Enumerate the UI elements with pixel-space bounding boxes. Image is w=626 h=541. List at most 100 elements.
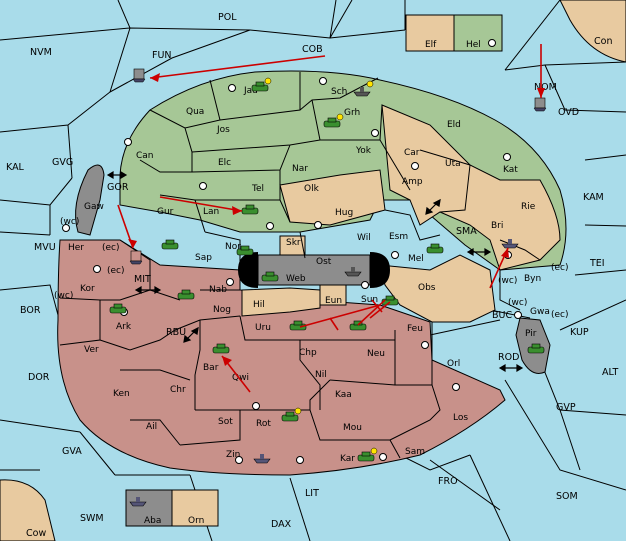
land-label-kor: Kor [80, 284, 95, 294]
coast-tag-wc-gaw: (wc) [60, 217, 79, 227]
order-arrow [329, 317, 339, 331]
order-arrow [299, 304, 381, 328]
sea-label-gor: GOR [107, 182, 129, 193]
land-label-aba: Aba [144, 516, 161, 526]
land-label-web: Web [286, 274, 306, 284]
army-icon [426, 243, 444, 254]
sea-label-gvg: GVG [52, 157, 73, 168]
supply-center-icon [319, 77, 327, 85]
order-arrow [159, 196, 243, 212]
fleet-icon [129, 250, 143, 265]
land-label-sap: Sap [195, 253, 212, 263]
lozenge-left [238, 252, 258, 288]
land-label-nar: Nar [292, 164, 308, 174]
land-label-sch: Sch [331, 87, 347, 97]
land-label-ark: Ark [116, 322, 132, 332]
supply-center-icon [514, 311, 522, 319]
land-label-sam: Sam [405, 447, 425, 457]
army-icon [251, 77, 272, 92]
fleet-icon [253, 454, 271, 464]
supply-center-icon [266, 222, 274, 230]
supply-center-icon [62, 224, 70, 232]
sea-label-group: POL NVM FUN COB NOM Con OVD KAL GVG GOR … [6, 12, 618, 539]
supply-center-icon [314, 221, 322, 229]
region-elf[interactable] [405, 14, 455, 52]
land-boundaries [59, 72, 541, 459]
region-gaw[interactable] [75, 164, 105, 236]
sea-label-fro: FRO [438, 476, 458, 487]
fleet-icon [501, 239, 519, 249]
land-label-bri: Bri [491, 221, 503, 231]
supply-center-icon [252, 402, 260, 410]
land-label-ost: Ost [316, 257, 332, 267]
land-label-qua: Qua [186, 107, 204, 117]
land-label-jad: Jad [243, 86, 258, 96]
land-label-hil: Hil [253, 300, 265, 310]
land-label-jos: Jos [216, 125, 230, 135]
sea-label-lit: LIT [305, 488, 319, 499]
land-label-feu: Feu [407, 324, 423, 334]
fleet-icon [132, 68, 146, 83]
sea-label-dax: DAX [271, 519, 292, 530]
land-label-chp: Chp [299, 348, 317, 358]
land-label-gur: Gur [157, 207, 174, 217]
sea-label-som: SOM [556, 491, 578, 502]
coast-tag-ec-byn: (ec) [551, 263, 569, 273]
land-label-wil: Wil [357, 233, 371, 243]
land-label-elc: Elc [218, 158, 231, 168]
supply-center-icon [361, 281, 369, 289]
sea-label-kup: KUP [570, 327, 589, 338]
land-label-gaw: Gaw [84, 202, 104, 212]
fleet-icon [129, 497, 147, 507]
land-label-esm: Esm [389, 232, 408, 242]
land-label-elf: Elf [425, 40, 437, 50]
sea-label-gvp: GVP [556, 402, 576, 413]
region-aba[interactable] [125, 489, 173, 527]
land-label-group: Elf Hel Jad Sch Qua Jos Grh Eld Can Yok … [68, 40, 550, 526]
fleet-icon [353, 80, 374, 97]
sea-label-nom: NOM [534, 82, 557, 93]
land-label-orn: Orn [188, 516, 204, 526]
land-label-nil: Nil [315, 370, 327, 380]
land-label-eld: Eld [447, 120, 461, 130]
region-cow[interactable] [0, 479, 56, 541]
land-label-grh: Grh [344, 108, 360, 118]
continent-green [119, 70, 567, 271]
army-icon [177, 289, 195, 300]
sea-label-dor: DOR [28, 372, 50, 383]
supply-center-icon [379, 453, 387, 461]
land-label-ail: Ail [146, 422, 157, 432]
land-label-can: Can [136, 151, 154, 161]
supply-center-icon [488, 39, 496, 47]
land-label-olk: Olk [304, 184, 320, 194]
land-label-bar: Bar [203, 363, 219, 373]
supply-center-icon [199, 182, 207, 190]
land-label-kar: Kar [340, 454, 355, 464]
army-icon [289, 320, 307, 331]
supply-center-icon [235, 456, 243, 464]
sea-label-fun: FUN [152, 50, 172, 61]
supply-center-icon [228, 84, 236, 92]
region-orn[interactable] [171, 489, 219, 527]
land-label-gwa: Gwa [530, 307, 550, 317]
order-arrow [149, 55, 326, 79]
land-label-kat: Kat [503, 165, 518, 175]
sea-label-kam: KAM [583, 192, 604, 203]
sea-label-alt: ALT [602, 367, 618, 378]
land-label-nog: Nog [213, 305, 231, 315]
land-label-hug: Hug [335, 208, 353, 218]
supply-center-icon [124, 138, 132, 146]
coast-tag-ec-her: (ec) [102, 243, 120, 253]
land-label-ken: Ken [113, 389, 130, 399]
sea-label-ovd: OVD [558, 107, 579, 118]
fleet-units [129, 68, 547, 507]
land-label-nab: Nab [209, 285, 227, 295]
sea-label-cow: Cow [26, 528, 46, 539]
land-label-yok: Yok [355, 146, 372, 156]
sea-label-con: Con [594, 36, 612, 47]
army-icon [281, 407, 302, 422]
land-label-pir: Pir [525, 329, 537, 339]
sea-label-pol: POL [218, 12, 237, 23]
lozenge-right [370, 252, 390, 288]
army-icon [212, 343, 230, 354]
